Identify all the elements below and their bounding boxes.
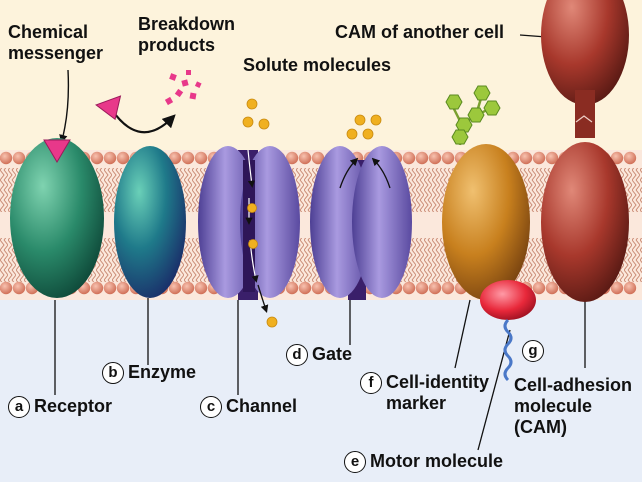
phospholipid-head [181,281,195,295]
phospholipid-head [12,151,26,165]
label-breakdown-products: Breakdown products [138,14,236,55]
phospholipid-head [402,281,416,295]
gate-arrows [339,157,391,189]
label-motor-molecule: Motor molecule [370,451,504,471]
phospholipid-head [168,151,182,165]
phospholipid-head [298,281,312,295]
phospholipid-head [298,151,312,165]
phospholipid-head [441,281,455,295]
tag-a: a [8,396,30,418]
phospholipid-head [441,151,455,165]
motor-molecule-protein [480,280,536,320]
phospholipid-head [415,151,429,165]
channel-protein [198,146,300,300]
label-chemical-messenger: Chemical messenger [8,22,104,63]
channel-exit-arrow [257,284,269,313]
phospholipid-head [168,281,182,295]
label-solute-molecules: Solute molecules [243,55,392,75]
phospholipid-head [545,281,559,295]
label-channel: Channel [226,396,298,416]
phospholipid-head [545,151,559,165]
phospholipid-head [402,151,416,165]
phospholipid-head [103,151,117,165]
phospholipid-head [103,281,117,295]
phospholipid-head [311,151,325,165]
phospholipid-head [311,281,325,295]
tag-b: b [102,362,124,384]
phospholipid-head [519,151,533,165]
breakdown-products-fragments [164,70,202,106]
receptor-protein [10,138,104,298]
solute-molecules-group [242,98,382,328]
phospholipid-head [610,281,624,295]
label-cell-adhesion-molecule: Cell-adhesion molecule (CAM) [514,375,633,437]
phospholipid-head [116,151,130,165]
label-enzyme: Enzyme [128,362,197,382]
phospholipid-head [428,151,442,165]
label-cell-identity-marker: Cell-identity marker [386,372,490,413]
tag-c: c [200,396,222,418]
phospholipid-head [532,281,546,295]
phospholipid-head [0,151,13,165]
label-receptor: Receptor [34,396,113,416]
phospholipid-head [285,281,299,295]
cam-protein [541,0,629,302]
cell-identity-marker-protein [442,144,530,300]
phospholipid-head [194,151,208,165]
phospholipid-head [428,281,442,295]
tag-d: d [286,344,308,366]
phospholipid-head [116,281,130,295]
phospholipid-head [623,281,637,295]
phospholipid-head [194,281,208,295]
phospholipid-head [610,151,624,165]
messenger-to-receptor-arrow [59,69,70,144]
phospholipid-head [415,281,429,295]
phospholipid-head [90,151,104,165]
messenger-to-products-arrow [111,109,176,134]
enzyme-protein [114,146,186,298]
phospholipid-head [623,151,637,165]
phospholipid-head [532,151,546,165]
chemical-messenger-free [95,95,122,121]
gate-protein [310,146,412,300]
phospholipid-head [285,151,299,165]
intracellular-region [0,300,642,482]
chemical-messenger-molecule [43,139,71,163]
label-gate: Gate [312,344,353,364]
label-cam-of-another-cell: CAM of another cell [335,22,505,42]
cytoskeleton-filament [503,318,513,382]
phospholipid-head [90,281,104,295]
tag-e: e [344,451,366,473]
phospholipid-head [12,281,26,295]
extracellular-region [0,0,642,150]
phospholipid-head [0,281,13,295]
tag-f: f [360,372,382,394]
carbohydrate-chain [445,85,501,146]
phospholipid-head [181,151,195,165]
tag-g: g [522,340,544,362]
